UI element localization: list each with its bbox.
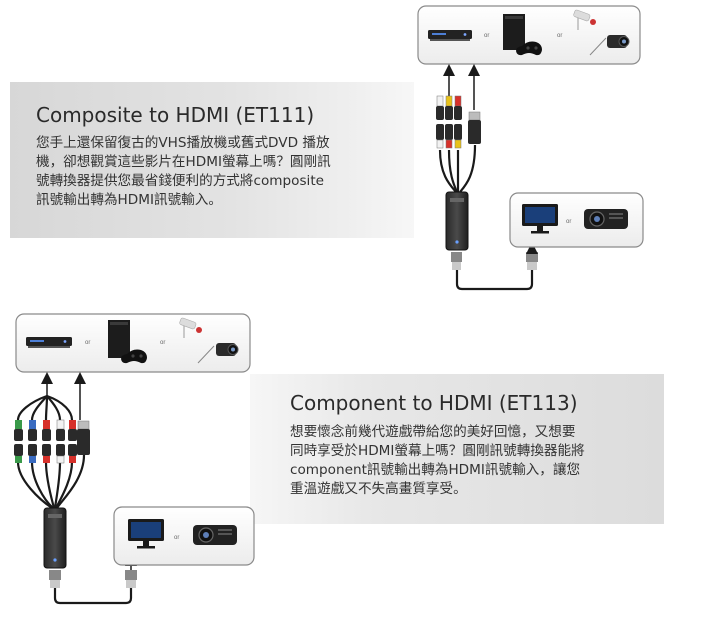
svg-text:or: or [160,340,165,346]
game-console-icon [108,320,147,364]
composite-desc-line: 訊號輸出轉為HDMI訊號輸入。 [36,192,222,208]
converter-box-icon [43,507,67,569]
composite-output-panel: or [509,192,644,248]
composite-rca-plugs-bottom [436,124,462,149]
camcorder-icon [607,35,630,48]
monitor-icon [128,519,164,549]
camcorder-icon [216,343,239,356]
component-desc-line: 想要懷念前幾代遊戲帶給您的美好回憶，又想要 [290,424,576,440]
projector-icon [193,525,237,545]
component-source-panel: or or [15,313,251,373]
composite-desc-line: 機，卻想觀賞這些影片在HDMI螢幕上嗎？圓剛訊 [36,154,331,170]
security-camera-icon [573,9,596,30]
component-desc-line: component訊號輸出轉為HDMI訊號輸入，讓您 [290,462,581,478]
monitor-icon [522,204,558,234]
converter-box-icon [445,191,469,251]
svg-text:or: or [557,33,562,39]
composite-hdmi-cable [451,252,538,291]
composite-usb-plug [468,111,481,144]
svg-text:or: or [174,535,179,541]
composite-band [10,82,414,238]
security-camera-icon [179,317,202,338]
component-output-panel: or [113,506,255,566]
composite-rca-plugs-top [436,95,462,120]
svg-text:or: or [85,340,90,346]
component-cables [16,394,86,509]
composite-description: 您手上還保留復古的VHS播放機或舊式DVD 播放 機，卻想觀賞這些影片在HDMI… [36,134,408,210]
composite-source-panel: or or [417,5,641,65]
component-title: Component to HDMI (ET113) [290,391,578,415]
composite-desc-line: 號轉換器提供您最省錢便利的方式將composite [36,173,325,189]
dvd-player-icon [428,30,472,41]
component-usb-plug [77,420,90,455]
component-plugs-top [14,419,77,441]
component-band [250,374,664,524]
dvd-player-icon [26,337,72,348]
composite-rca-cables [438,144,477,193]
component-desc-line: 同時享受於HDMI螢幕上嗎？圓剛訊號轉換器能將 [290,443,585,459]
svg-text:or: or [484,33,489,39]
component-description: 想要懷念前幾代遊戲帶給您的美好回憶，又想要 同時享受於HDMI螢幕上嗎？圓剛訊號… [290,423,656,499]
svg-text:or: or [566,219,571,225]
component-plugs-bottom [14,444,77,464]
projector-icon [584,209,628,229]
composite-desc-line: 您手上還保留復古的VHS播放機或舊式DVD 播放 [36,135,330,151]
component-hdmi-cable [49,570,137,605]
composite-title: Composite to HDMI (ET111) [36,103,315,127]
component-desc-line: 重溫遊戲又不失高畫質享受。 [290,481,467,497]
game-console-icon [503,14,542,56]
